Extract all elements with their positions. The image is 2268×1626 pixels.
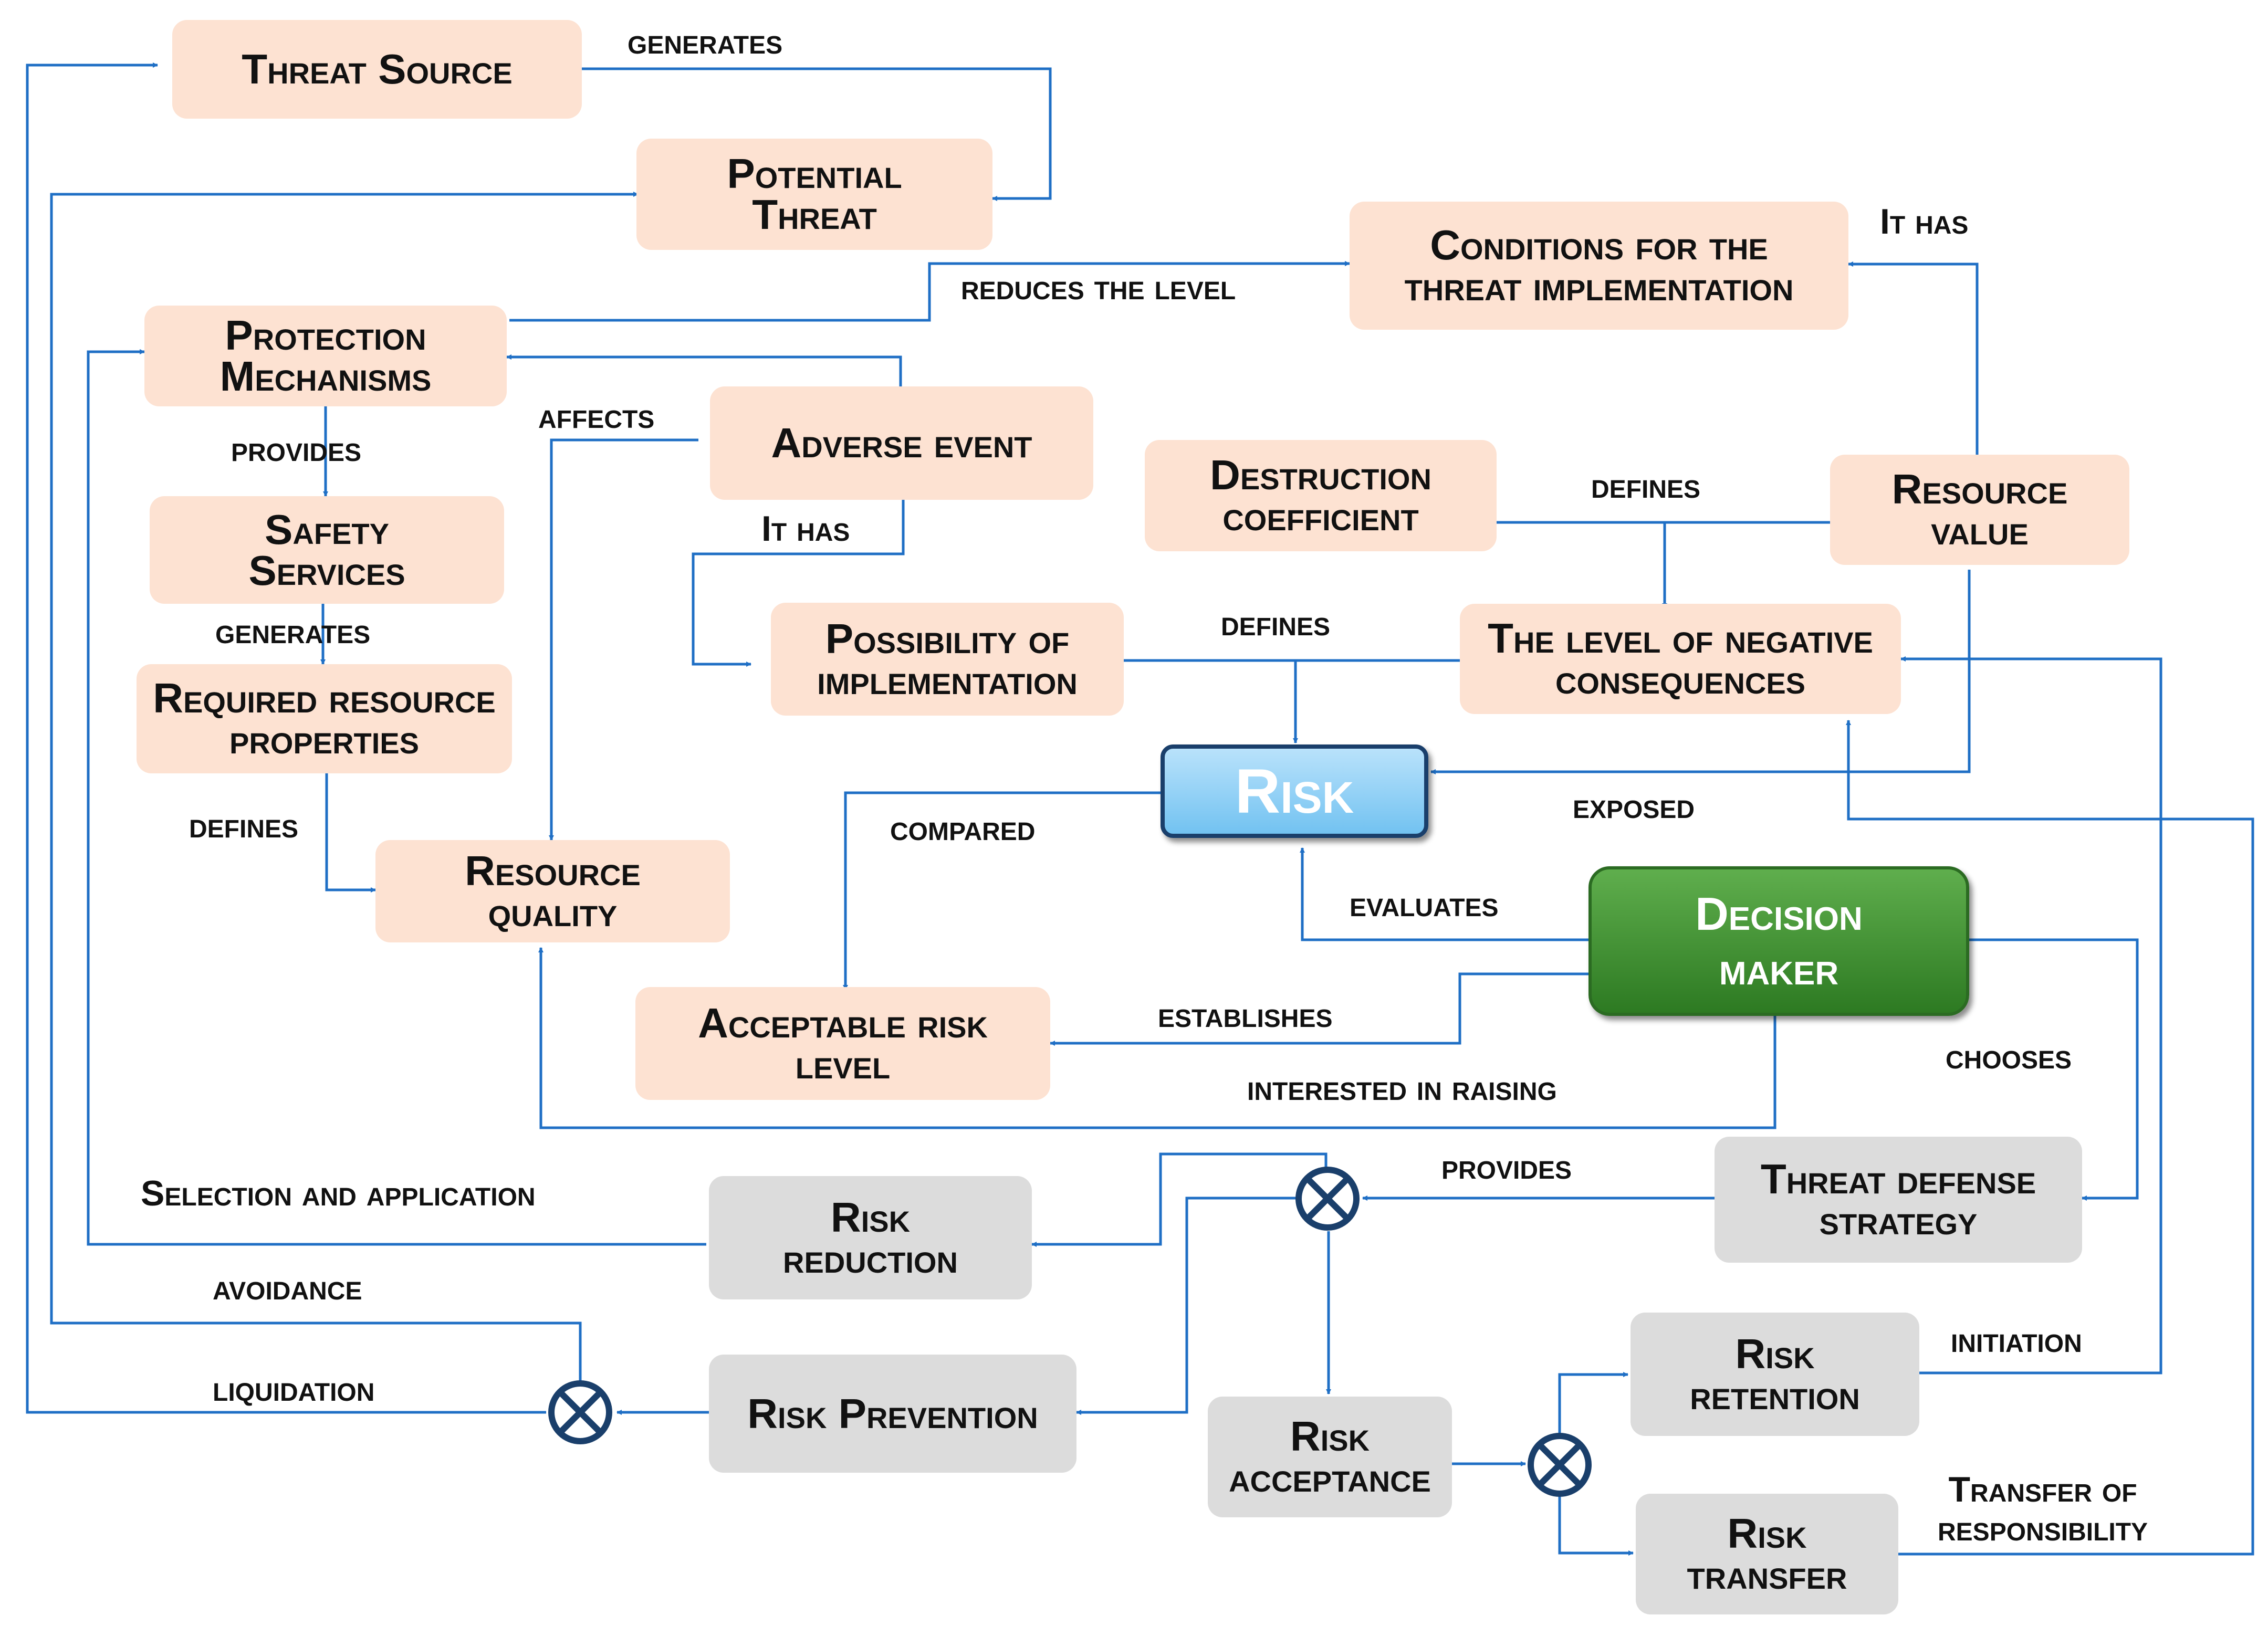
junction-strategy [1295, 1167, 1360, 1231]
edge-junction-prevention [1076, 1197, 1326, 1415]
node-threat-defense: Threat defense strategy [1715, 1137, 2082, 1263]
label-evaluates: evaluates [1350, 884, 1499, 924]
edge-it-has-conditions [1848, 261, 1979, 457]
label-exposed: exposed [1573, 786, 1695, 826]
node-conditions: Conditions for the threat implementation [1350, 202, 1848, 330]
edge-selection [87, 349, 706, 1246]
node-threat-source: Threat Source [172, 20, 582, 119]
edge-chooses [1969, 938, 2139, 1201]
label-it-has-conditions: It has [1880, 202, 1969, 242]
label-selection-application: Selection and application [141, 1173, 536, 1213]
edge-avoidance-potential-threat [50, 192, 639, 1412]
node-protection-mechanisms: Protection Mechanisms [144, 306, 507, 406]
node-decision-maker: Decision maker [1588, 866, 1969, 1016]
label-provides-strategy: provides [1441, 1147, 1572, 1187]
label-interested-in-raising: interested in raising [1247, 1068, 1557, 1108]
edge-junction-transfer [1558, 1483, 1634, 1556]
label-initiation: initiation [1951, 1320, 2082, 1360]
label-defines-quality: defines [189, 805, 299, 845]
label-generates-props: generates [215, 611, 371, 651]
node-adverse-event: Adverse event [710, 386, 1093, 500]
edge-junction-reduction [1031, 1152, 1328, 1247]
edge-transfer-responsibility [1846, 720, 2254, 1556]
edge-it-has-possibility [692, 499, 905, 667]
label-provides-safety: provides [231, 429, 362, 469]
node-risk-acceptance: Risk acceptance [1208, 1397, 1452, 1517]
label-avoidance: avoidance [213, 1267, 362, 1307]
node-negative-consequences: The level of negative consequences [1460, 604, 1901, 714]
edge-liquidation-threat-source [26, 62, 546, 1414]
edge-generates-threat [582, 67, 1052, 201]
edge-defines-quality [325, 772, 376, 893]
label-compared: compared [890, 808, 1036, 848]
label-establishes: establishes [1158, 995, 1333, 1035]
node-risk: Risk [1161, 744, 1428, 838]
node-resource-quality: Resource quality [375, 840, 730, 942]
label-liquidation: liquidation [213, 1369, 375, 1409]
edge-affects [549, 438, 698, 841]
node-safety-services: Safety Services [150, 496, 504, 604]
node-possibility: Possibility of implementation [771, 603, 1124, 716]
node-required-properties: Required resource properties [137, 664, 512, 773]
edge-adverse-protection [506, 354, 902, 389]
label-chooses: chooses [1946, 1036, 2072, 1076]
edge-exposed [1430, 570, 1971, 774]
node-potential-threat: Potential Threat [636, 139, 992, 250]
junction-acceptance [1528, 1433, 1592, 1497]
edge-junction-retention [1558, 1372, 1628, 1445]
label-defines-negative: defines [1591, 466, 1701, 506]
node-resource-value: Resource value [1830, 455, 2129, 565]
label-transfer-responsibility: Transfer of responsibility [1938, 1470, 2148, 1548]
label-affects: affects [538, 396, 655, 436]
label-generates: generates [628, 22, 783, 61]
edge-initiation [1900, 656, 2162, 1375]
edge-compared [843, 791, 1161, 990]
node-acceptable-risk: Acceptable risk level [635, 987, 1050, 1100]
edge-establishes [1050, 972, 1591, 1046]
node-risk-prevention: Risk Prevention [709, 1355, 1076, 1473]
label-defines-risk: defines [1221, 603, 1331, 643]
node-risk-reduction: Risk reduction [709, 1176, 1032, 1299]
edge-evaluates [1300, 847, 1591, 941]
node-destruction-coefficient: Destruction coefficient [1145, 440, 1497, 551]
edge-interested [538, 947, 1776, 1129]
junction-prevention [548, 1380, 612, 1444]
label-it-has-possibility: It has [761, 509, 850, 549]
node-risk-transfer: Risk transfer [1636, 1494, 1898, 1614]
edge-reduces-level [509, 261, 1350, 322]
label-reduces-level: reduces the level [961, 267, 1236, 307]
node-risk-retention: Risk retention [1631, 1313, 1919, 1436]
